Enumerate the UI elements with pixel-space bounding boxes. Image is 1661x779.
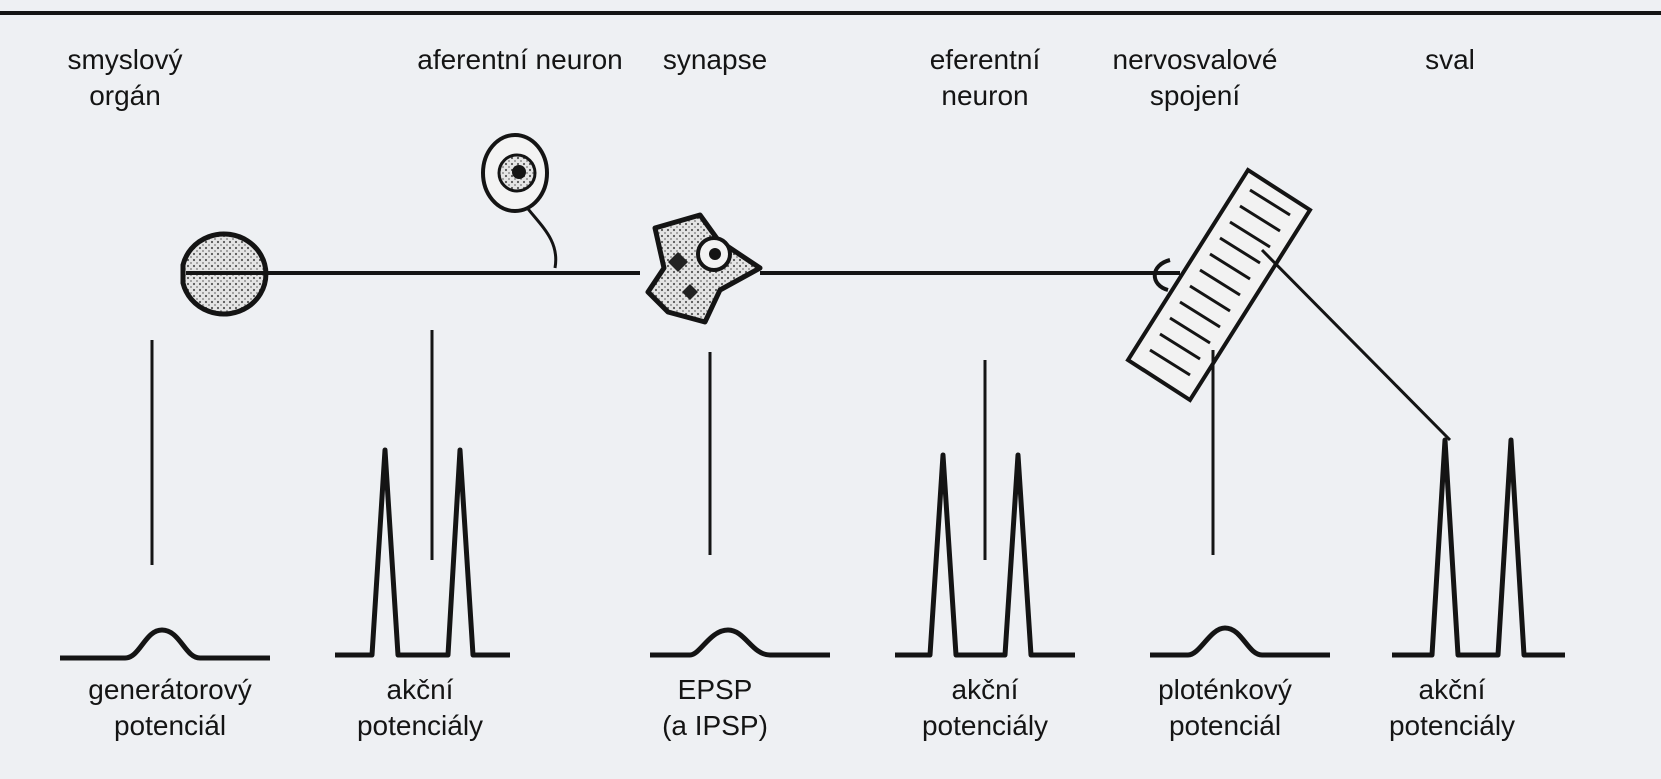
label-generator-potential: generátorový potenciál [88,672,251,744]
waveform-action-potentials-3 [1392,440,1565,655]
label-epsp: EPSP (a IPSP) [662,672,768,744]
waveform-endplate-potential [1150,628,1330,655]
synapse-neuron-icon [648,215,760,322]
label-sensory-organ: smyslový orgán [67,42,182,114]
label-efferent-neuron: eferentní neuron [930,42,1041,114]
afferent-neuron-body-icon [483,135,556,268]
muscle-fibre-icon [1128,170,1450,440]
label-endplate-potential: ploténkový potenciál [1158,672,1292,744]
waveforms [60,440,1565,658]
label-afferent-neuron: aferentní neuron [417,42,623,78]
label-action-potentials-1: akční potenciály [357,672,483,744]
label-neuromuscular-junction: nervosvalové spojení [1113,42,1278,114]
label-action-potentials-2: akční potenciály [922,672,1048,744]
waveform-epsp [650,630,830,655]
waveform-action-potentials-1 [335,450,510,655]
recording-electrodes [152,330,1213,565]
waveform-generator-potential [60,630,270,658]
label-synapse: synapse [663,42,767,78]
label-action-potentials-3: akční potenciály [1389,672,1515,744]
label-muscle: sval [1425,42,1475,78]
